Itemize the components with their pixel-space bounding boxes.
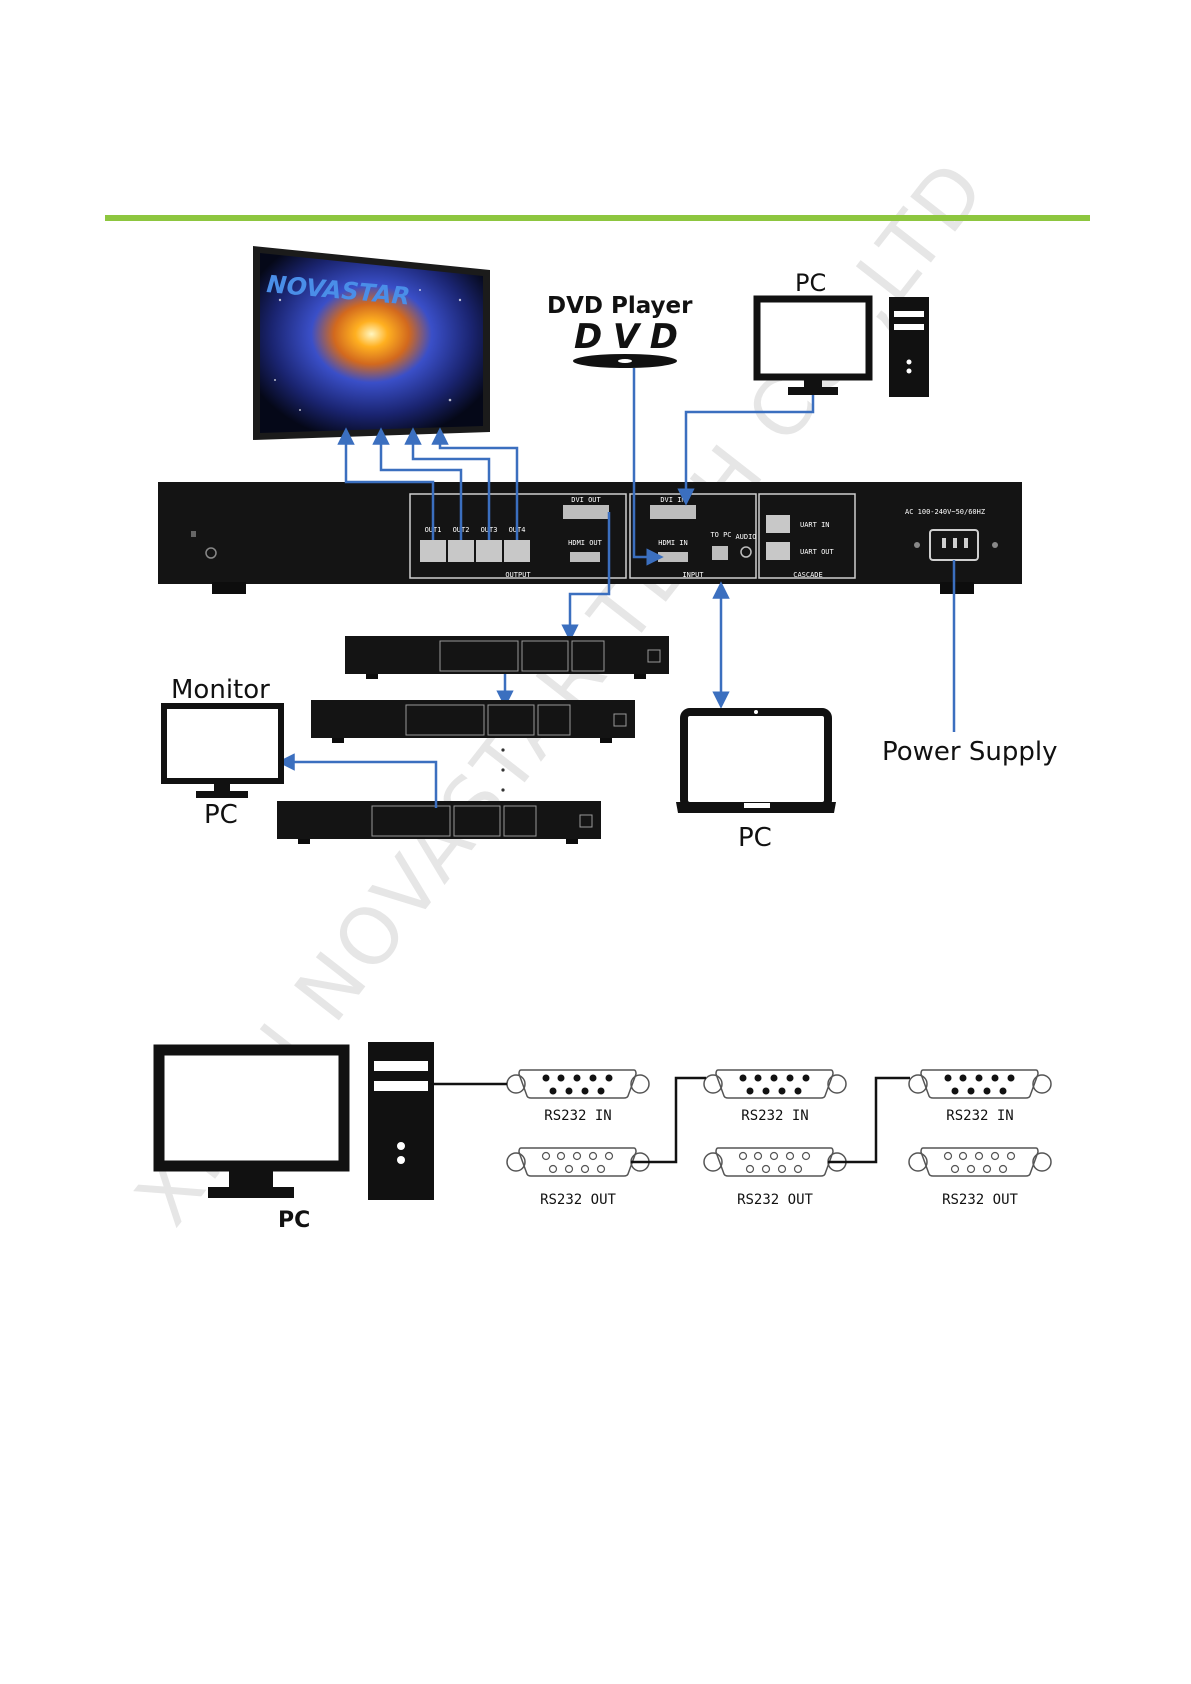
rs232-cables — [434, 1078, 910, 1162]
cascade-group-label: CASCADE — [793, 571, 823, 579]
led-screen: NOVASTAR — [253, 246, 490, 440]
monitor: Monitor PC — [164, 675, 281, 830]
main-controller: OUT1 OUT2 OUT3 OUT4 DVI OUT HDMI OUT OUT… — [158, 482, 1022, 594]
rs232-out-label-2: RS232 OUT — [737, 1192, 813, 1208]
audio-label: AUDIO — [735, 533, 756, 541]
output-group-label: OUTPUT — [505, 571, 531, 579]
input-group-label: INPUT — [682, 571, 704, 579]
header-rule — [105, 215, 1090, 221]
dvd-player-label: DVD Player — [547, 293, 693, 319]
rs232-port-group-2: RS232 IN RS232 OUT — [704, 1070, 846, 1208]
uart-in-label: UART IN — [800, 521, 830, 529]
power-supply-label: Power Supply — [882, 737, 1057, 767]
rs232-port-group-1: RS232 IN RS232 OUT — [507, 1070, 649, 1208]
cascade-device-3 — [277, 801, 601, 844]
hdmi-in-label: HDMI IN — [658, 539, 688, 547]
laptop-label: PC — [738, 823, 772, 853]
rs232-pc-label: PC — [278, 1208, 310, 1233]
rs232-in-label-1: RS232 IN — [544, 1108, 611, 1124]
dvd-player: DVD Player DVD — [547, 293, 693, 368]
rs232-in-label-3: RS232 IN — [946, 1108, 1013, 1124]
diagram-1: NOVASTAR DVD Player DVD PC — [158, 246, 1057, 853]
rs232-out-label-1: RS232 OUT — [540, 1192, 616, 1208]
pc-top-label: PC — [795, 269, 826, 297]
hdmi-out-label: HDMI OUT — [568, 539, 603, 547]
cascade-device-1 — [345, 636, 669, 679]
cascade-device-2 — [311, 700, 635, 743]
rs232-out-label-3: RS232 OUT — [942, 1192, 1018, 1208]
power-spec-label: AC 100-240V~50/60HZ — [905, 508, 985, 516]
diagram-2: PC RS232 IN RS232 OUT — [159, 1042, 1051, 1233]
to-pc-label: TO PC — [710, 531, 731, 539]
dvi-in-label: DVI IN — [660, 496, 685, 504]
laptop: PC — [676, 710, 836, 853]
monitor-pc-label: PC — [204, 800, 238, 830]
monitor-label: Monitor — [171, 675, 270, 705]
dvd-logo: DVD — [574, 317, 678, 357]
rs232-in-label-2: RS232 IN — [741, 1108, 808, 1124]
rs232-port-group-3: RS232 IN RS232 OUT — [909, 1070, 1051, 1208]
dvi-out-label: DVI OUT — [571, 496, 601, 504]
uart-out-label: UART OUT — [800, 548, 835, 556]
